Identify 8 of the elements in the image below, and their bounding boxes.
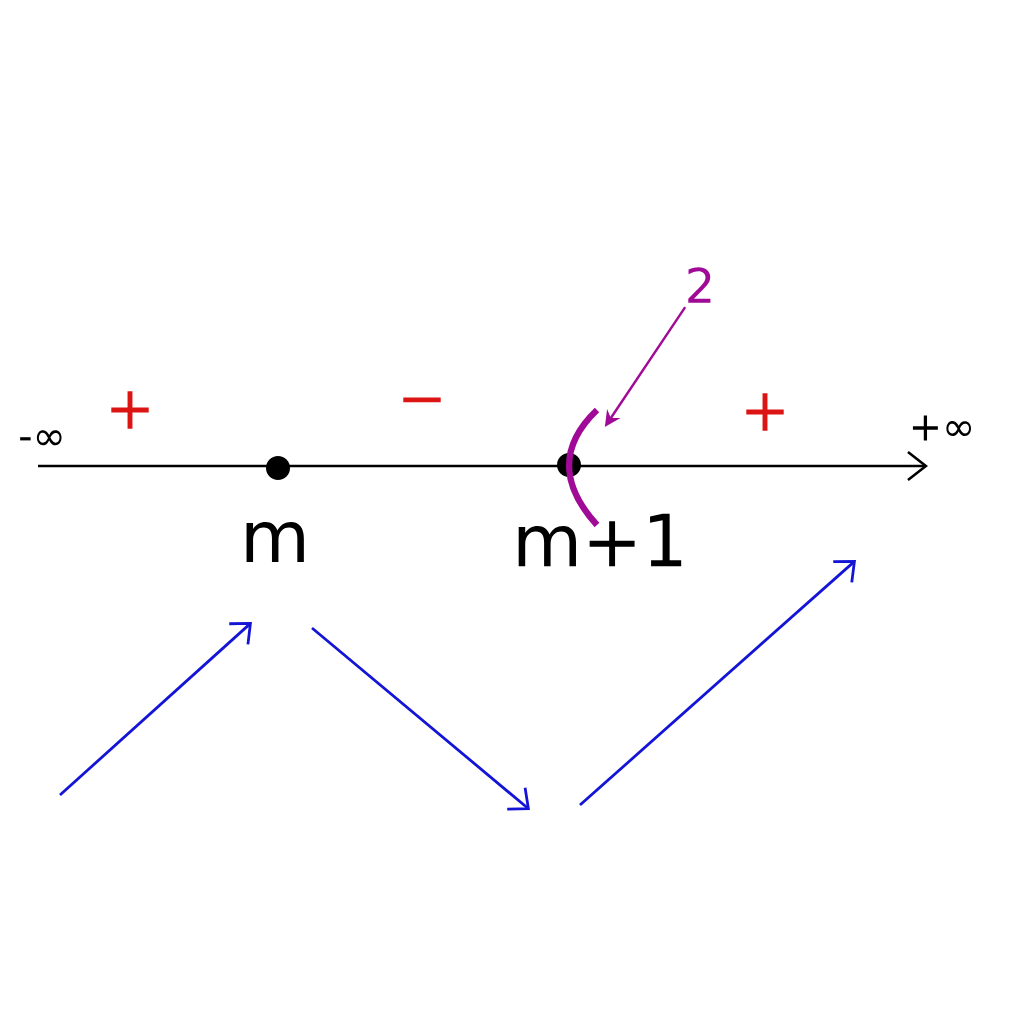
sign-label: − — [403, 397, 441, 403]
infinity-label: -∞ — [20, 430, 62, 446]
sign-label: + — [746, 393, 784, 431]
point-label: m+1 — [518, 513, 682, 567]
point-label: m — [246, 521, 304, 563]
infinity-label: +∞ — [912, 415, 971, 441]
sign-label: + — [111, 391, 149, 429]
callout-number: 2 — [688, 267, 711, 303]
